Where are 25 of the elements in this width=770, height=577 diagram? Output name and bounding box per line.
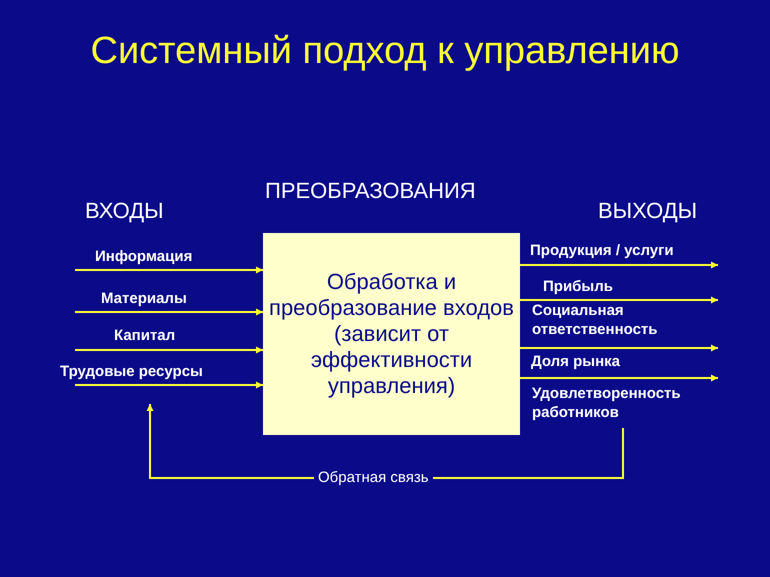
arrow — [75, 308, 263, 316]
edge-label: Прибыль — [543, 277, 613, 296]
output-label: Удовлетворенность работников — [532, 384, 682, 422]
arrow — [520, 344, 718, 352]
edge-label: Трудовые ресурсы — [60, 362, 203, 381]
arrow — [75, 266, 263, 274]
edge-label: Капитал — [114, 326, 176, 345]
edge-label: Информация — [95, 247, 192, 266]
box-text: Обработка и преобразование входов — [269, 269, 514, 321]
section-heading: ВЫХОДЫ — [598, 198, 698, 224]
process-box — [263, 233, 520, 435]
edge-label: Социальная ответственность — [532, 301, 659, 339]
edge-label: Материалы — [101, 289, 187, 308]
edge-label: Обратная связь — [314, 468, 433, 487]
title: Системный подход к управлению — [90, 29, 680, 74]
arrow — [520, 374, 718, 382]
arrow — [520, 262, 718, 268]
edge-label: Доля рынка — [531, 352, 620, 371]
arrow — [75, 346, 263, 354]
arrow — [75, 382, 263, 388]
arrow — [520, 296, 718, 304]
edge-label: Продукция / услуги — [530, 241, 674, 260]
section-heading: ПРЕОБРАЗОВАНИЯ — [265, 178, 476, 204]
section-heading: ВХОДЫ — [85, 198, 164, 224]
box-text: (зависит от эффективности управления) — [310, 321, 474, 399]
